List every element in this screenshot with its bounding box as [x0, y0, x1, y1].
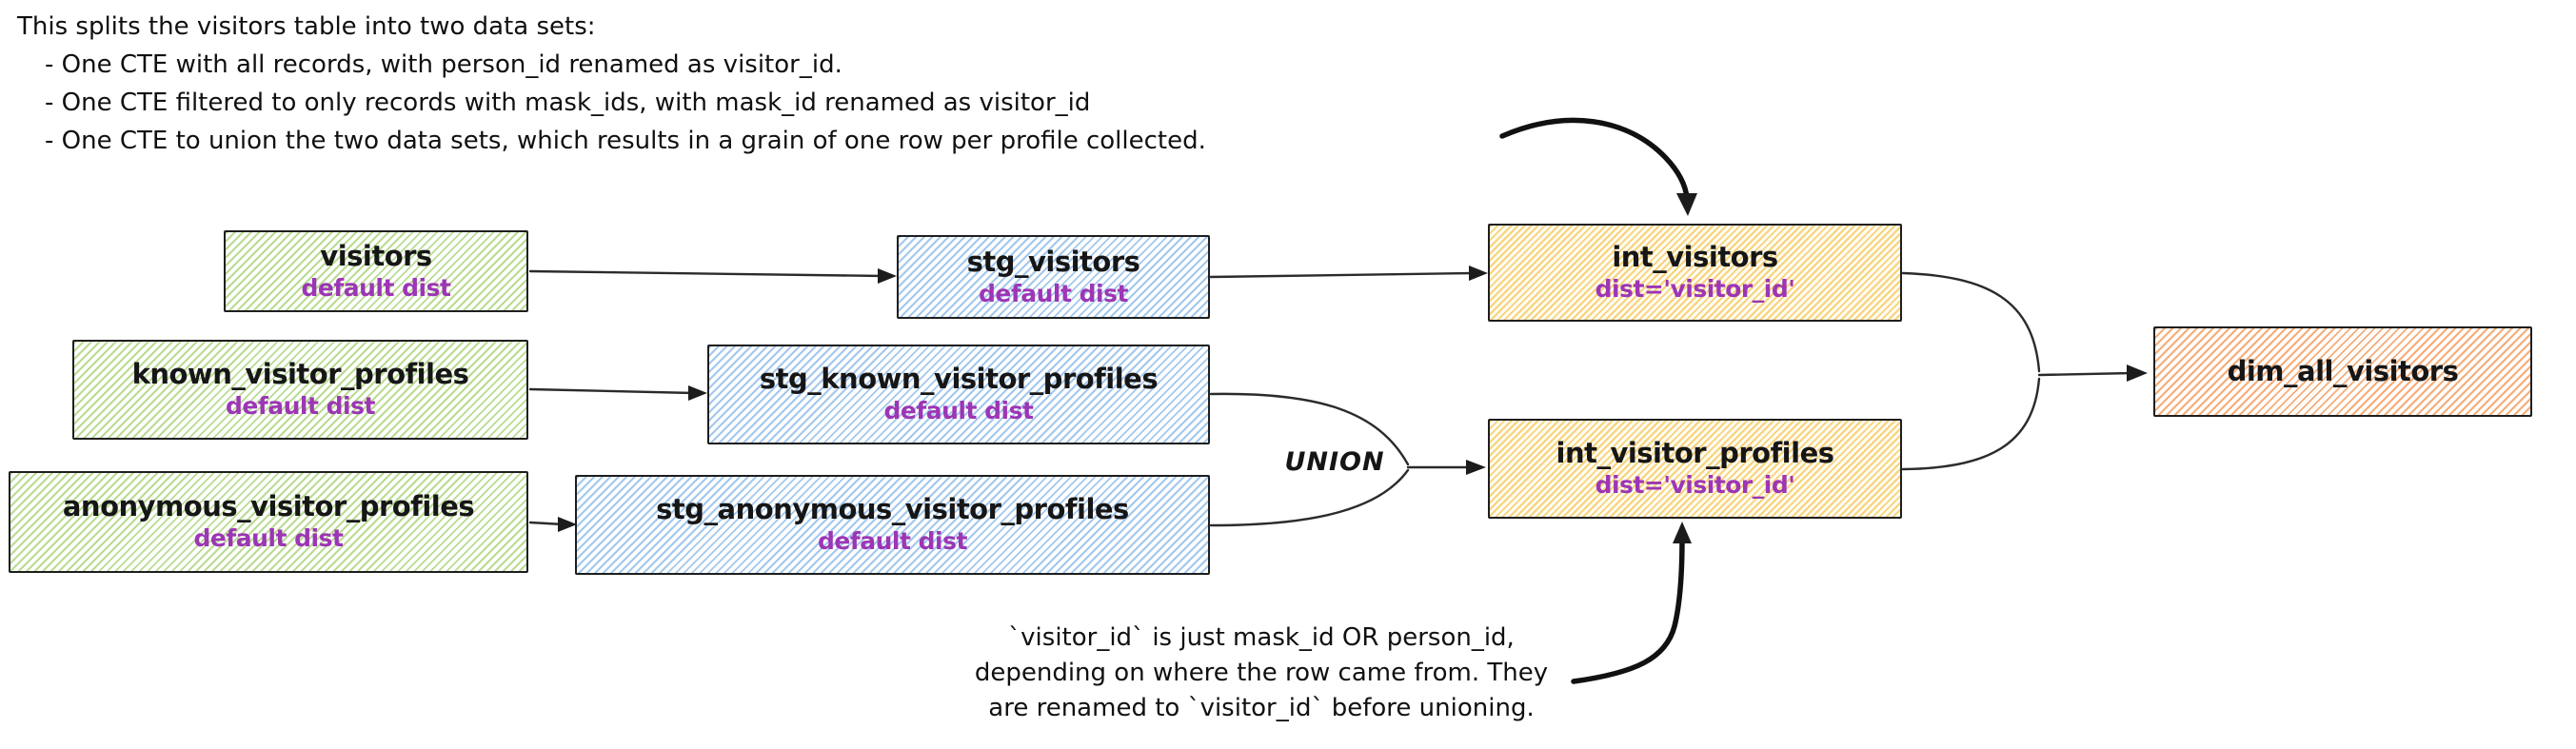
node-title: known_visitor_profiles	[131, 358, 469, 391]
arrowhead-stg-known	[688, 385, 707, 401]
node-title: stg_anonymous_visitor_profiles	[656, 493, 1129, 526]
top-annotation: This splits the visitors table into two …	[17, 8, 1206, 160]
top-note-arrowhead	[1676, 193, 1697, 216]
node-dist-style: dist='visitor_id'	[1595, 275, 1795, 304]
top-annotation-bullet-3: - One CTE to union the two data sets, wh…	[45, 127, 1206, 155]
edge-known-to-stg-known	[528, 387, 696, 395]
edge-merge-to-dim-all-visitors	[2037, 371, 2134, 377]
node-stg-visitors: stg_visitors default dist	[897, 235, 1210, 319]
arrowhead-dim-all-visitors	[2127, 365, 2148, 382]
node-title: anonymous_visitor_profiles	[62, 490, 475, 523]
node-title: stg_visitors	[966, 245, 1140, 278]
bottom-annotation-line-1: `visitor_id` is just mask_id OR person_i…	[1008, 623, 1515, 652]
node-dist-style: default dist	[979, 279, 1128, 307]
node-title: int_visitor_profiles	[1556, 437, 1835, 470]
edge-int-visitor-profiles-to-merge	[1901, 377, 2041, 471]
node-dist-style: dist='visitor_id'	[1595, 471, 1795, 500]
node-title: visitors	[320, 239, 432, 272]
top-annotation-bullet-2: - One CTE filtered to only records with …	[45, 89, 1091, 117]
node-stg-anonymous-visitor-profiles: stg_anonymous_visitor_profiles default d…	[575, 475, 1210, 575]
top-annotation-bullet-1: - One CTE with all records, with person_…	[45, 50, 842, 79]
bottom-annotation-line-3: are renamed to `visitor_id` before union…	[988, 694, 1535, 722]
node-title: int_visitors	[1612, 241, 1778, 274]
edge-int-visitors-to-merge	[1901, 271, 2041, 373]
node-title: dim_all_visitors	[2227, 354, 2459, 387]
node-anonymous-visitor-profiles: anonymous_visitor_profiles default dist	[9, 471, 528, 573]
bottom-annotation-line-2: depending on where the row came from. Th…	[974, 659, 1549, 687]
node-title: stg_known_visitor_profiles	[759, 363, 1159, 396]
top-annotation-intro: This splits the visitors table into two …	[17, 12, 596, 41]
edge-stg-visitors-to-int-visitors	[1209, 271, 1476, 279]
top-note-arrow	[1499, 117, 1690, 201]
node-int-visitors: int_visitors dist='visitor_id'	[1488, 224, 1902, 322]
union-label: UNION	[1284, 447, 1385, 477]
node-dist-style: default dist	[226, 392, 375, 421]
arrowhead-int-visitors	[1469, 266, 1488, 281]
bottom-note-arrowhead	[1673, 522, 1692, 543]
node-dist-style: default dist	[301, 273, 451, 302]
edge-stg-anonymous-to-union	[1209, 468, 1410, 527]
arrowhead-stg-visitors	[878, 268, 897, 284]
edge-visitors-to-stg-visitors	[528, 269, 885, 278]
node-dist-style: default dist	[883, 397, 1034, 425]
node-int-visitor-profiles: int_visitor_profiles dist='visitor_id'	[1488, 419, 1902, 519]
node-dist-style: default dist	[818, 527, 967, 556]
node-known-visitor-profiles: known_visitor_profiles default dist	[72, 340, 528, 440]
node-dim-all-visitors: dim_all_visitors	[2153, 326, 2532, 417]
node-stg-known-visitor-profiles: stg_known_visitor_profiles default dist	[707, 345, 1210, 444]
bottom-note-arrow	[1571, 536, 1685, 684]
node-dist-style: default dist	[193, 524, 344, 553]
arrowhead-int-visitor-profiles	[1466, 460, 1486, 475]
bottom-annotation: `visitor_id` is just mask_id OR person_i…	[952, 621, 1571, 726]
arrowhead-stg-anonymous	[558, 517, 577, 532]
edge-stg-known-to-union	[1209, 392, 1410, 466]
node-visitors: visitors default dist	[224, 230, 528, 312]
